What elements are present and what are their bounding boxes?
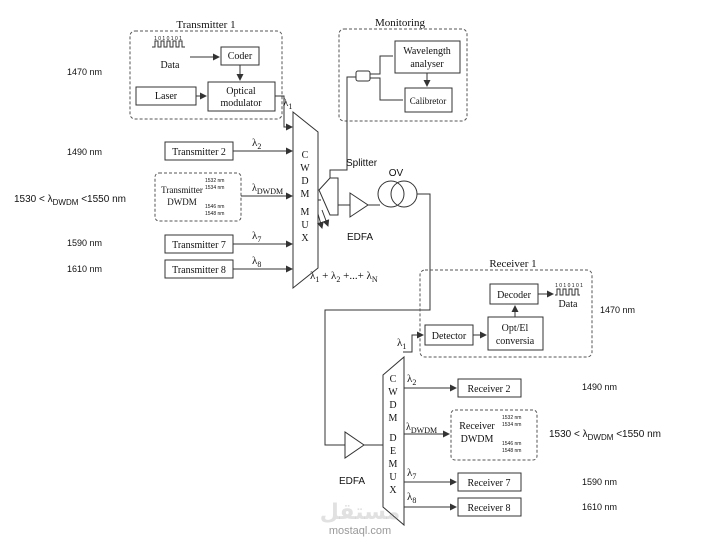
transmitter2-wavelength: 1490 nm <box>67 147 102 157</box>
transmitter2-label: Transmitter 2 <box>172 147 226 158</box>
edfa-top-amplifier <box>349 192 369 218</box>
mux-letter: U <box>301 220 309 231</box>
splitter-label: Splitter <box>346 158 378 169</box>
receiver2-box <box>457 378 522 398</box>
lambda7-tx-symbol: λ7 <box>252 230 261 244</box>
mux-letter: M <box>301 189 310 200</box>
rx-dwdm-range: 1530 < λDWDM <1550 nm <box>549 429 661 442</box>
receiver1-wavelength: 1470 nm <box>600 305 635 315</box>
lambda2-rx-symbol: λ2 <box>407 373 416 387</box>
fiber-spool-left <box>377 180 405 208</box>
lambda8-rx-symbol: λ8 <box>407 491 416 505</box>
calibrator-box <box>404 87 453 113</box>
wavelength-analyser-box <box>394 40 461 74</box>
receiver1-data-label: Data <box>559 299 578 310</box>
watermark-arabic: مستقل <box>320 499 400 524</box>
coder-label: Coder <box>228 51 253 62</box>
mux-letter: D <box>301 176 308 187</box>
transmitter1-wavelength: 1470 nm <box>67 67 102 77</box>
edfa-bottom-label: EDFA <box>339 476 365 487</box>
receiver2-wavelength: 1490 nm <box>582 382 617 392</box>
rx-data-pulse-icon <box>555 288 580 296</box>
opt-el-line1: Opt/El <box>502 323 529 334</box>
rx-dwdm-channel: 1546 nm <box>502 441 521 447</box>
lambda-dwdm-rx-symbol: λDWDM <box>406 422 437 435</box>
transmitter8-label: Transmitter 8 <box>172 265 226 276</box>
transmitter7-label: Transmitter 7 <box>172 240 226 251</box>
lambda1-rx-symbol: λ1 <box>397 337 406 351</box>
receiver1-group <box>419 269 593 358</box>
data-pulse-icon <box>152 40 185 48</box>
demux-letter: M <box>389 413 398 424</box>
detector-label: Detector <box>432 331 467 342</box>
transmitter8-wavelength: 1610 nm <box>67 264 102 274</box>
demux-letter: W <box>388 387 398 398</box>
receiver7-wavelength: 1590 nm <box>582 477 617 487</box>
optical-modulator-line1: Optical <box>226 86 256 97</box>
receiver1-data-bits: 1 0 1 0 1 0 1 <box>555 283 583 289</box>
receiver-dwdm-group <box>450 409 538 461</box>
monitoring-group <box>338 28 468 122</box>
tx-dwdm-channel: 1548 nm <box>205 211 224 217</box>
transmitter1-data-label: Data <box>161 60 180 71</box>
opt-el-conversion-box <box>487 316 544 351</box>
receiver8-label: Receiver 8 <box>467 503 510 514</box>
receiver8-box <box>457 497 522 517</box>
monitoring-title: Monitoring <box>375 17 426 29</box>
transmitter1-data-bits: 1 0 1 0 1 0 1 <box>154 36 182 42</box>
receiver2-label: Receiver 2 <box>467 384 510 395</box>
lambda-dwdm-tx-symbol: λDWDM <box>252 183 283 196</box>
opt-el-line2: conversia <box>496 336 535 347</box>
wavelength-analyser-line2: analyser <box>410 59 444 70</box>
lambda-sum-label: λ1 + λ2 +...+ λN <box>310 270 378 284</box>
demux-letter: D <box>389 433 396 444</box>
transmitter7-wavelength: 1590 nm <box>67 238 102 248</box>
ov-label: OV <box>389 168 404 179</box>
receiver7-box <box>457 472 522 492</box>
receiver1-title: Receiver 1 <box>489 258 536 270</box>
tx-dwdm-channel: 1532 nm <box>205 178 224 184</box>
optical-modulator-line2: modulator <box>220 98 262 109</box>
edfa-bottom-amplifier <box>344 431 365 459</box>
demux-letter: E <box>390 446 396 457</box>
rx-dwdm-channel: 1548 nm <box>502 448 521 454</box>
lambda7-rx-symbol: λ7 <box>407 467 416 481</box>
receiver7-label: Receiver 7 <box>467 478 510 489</box>
laser-label: Laser <box>155 91 178 102</box>
demux-letter: M <box>389 459 398 470</box>
lambda8-tx-symbol: λ8 <box>252 255 261 269</box>
tx-dwdm-channel: 1534 nm <box>205 185 224 191</box>
decoder-label: Decoder <box>497 290 532 301</box>
watermark-latin: mostaql.com <box>329 525 391 537</box>
transmitter1-group <box>129 30 283 120</box>
calibrator-label: Calibretor <box>410 96 447 106</box>
transmitter-dwdm-line2: DWDM <box>167 197 197 207</box>
transmitter1-title: Transmitter 1 <box>176 19 235 31</box>
mux-letter: M <box>301 207 310 218</box>
demux-letter: D <box>389 400 396 411</box>
receiver-dwdm-line1: Receiver <box>459 421 495 432</box>
cwdm-mux <box>292 110 319 290</box>
tx-dwdm-range: 1530 < λDWDM <1550 nm <box>14 194 126 207</box>
receiver-dwdm-line2: DWDM <box>461 434 494 445</box>
mux-letter: C <box>302 150 309 161</box>
transmitter-dwdm-line1: Transmitter <box>161 185 203 195</box>
demux-letter: U <box>389 472 397 483</box>
main-splitter <box>318 177 339 216</box>
demux-letter: C <box>390 374 397 385</box>
tx-dwdm-channel: 1546 nm <box>205 204 224 210</box>
rx-dwdm-channel: 1534 nm <box>502 422 521 428</box>
mux-letter: X <box>301 233 309 244</box>
lambda2-tx-symbol: λ2 <box>252 137 261 151</box>
rx-dwdm-channel: 1532 nm <box>502 415 521 421</box>
mux-letter: W <box>300 163 310 174</box>
receiver8-wavelength: 1610 nm <box>582 502 617 512</box>
edfa-top-label: EDFA <box>347 232 373 243</box>
lambda1-tx-symbol: λ1 <box>283 97 292 111</box>
wavelength-analyser-line1: Wavelength <box>403 46 451 57</box>
cwdm-demux <box>382 355 405 527</box>
demux-letter: X <box>389 485 397 496</box>
monitor-splitter-icon <box>355 70 371 82</box>
